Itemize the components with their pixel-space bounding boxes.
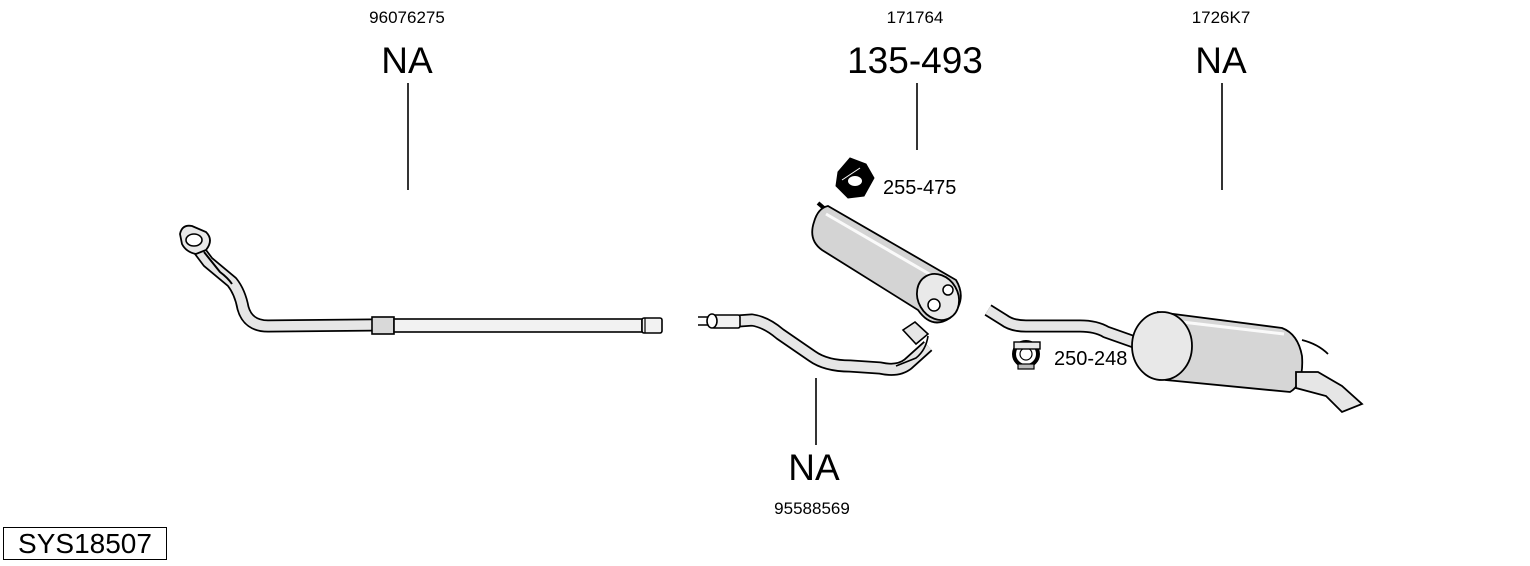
gasket-drawing	[835, 157, 875, 199]
clamp-code: 250-248	[1054, 348, 1127, 370]
intermediate-pipe-code: NA	[788, 447, 840, 488]
front-pipe-oe-number: 96076275	[369, 8, 445, 27]
clamp-drawing	[1012, 340, 1041, 370]
center-silencer-code: 135-493	[847, 40, 983, 81]
intermediate-pipe-drawing	[698, 313, 933, 376]
center-silencer-oe-number: 171764	[887, 8, 944, 27]
intermediate-pipe-oe-number: 95588569	[774, 499, 850, 518]
gasket-code: 255-475	[883, 177, 956, 199]
rear-silencer-oe-number: 1726K7	[1192, 8, 1251, 27]
system-id-label: SYS18507	[3, 527, 167, 560]
front-pipe-sleeve	[371, 316, 395, 335]
front-pipe-code: NA	[381, 40, 433, 81]
rear-silencer-drawing	[984, 304, 1364, 414]
front-pipe-drawing	[179, 224, 663, 335]
rear-silencer-code: NA	[1195, 40, 1247, 81]
center-silencer-drawing	[811, 201, 962, 324]
